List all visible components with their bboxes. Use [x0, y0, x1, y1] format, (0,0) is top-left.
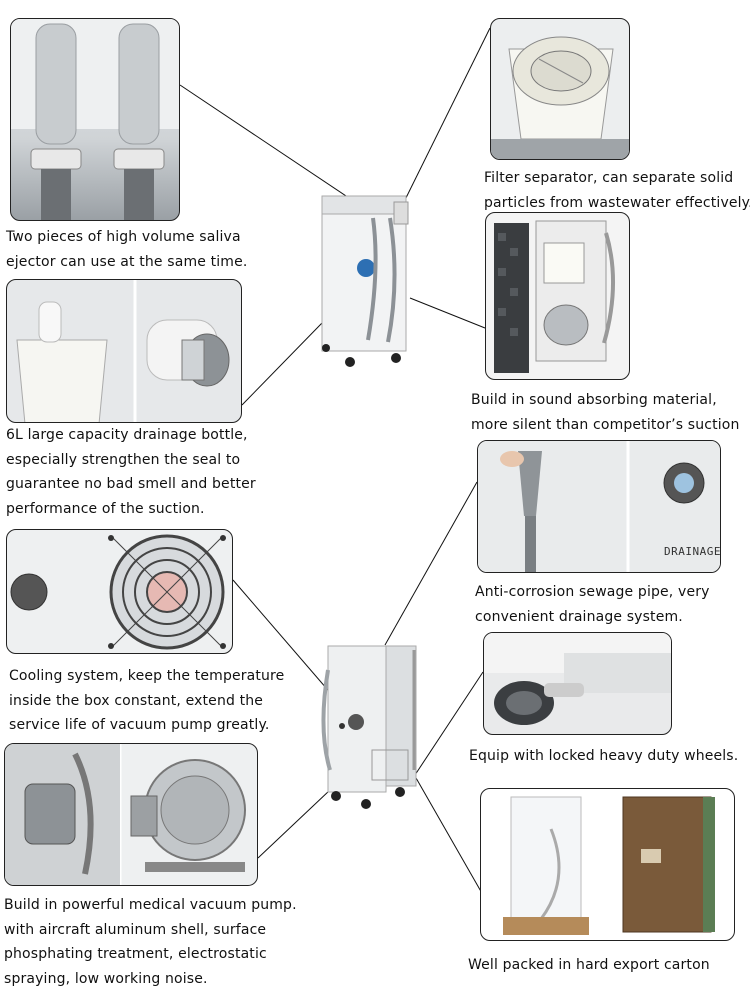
- caption-cooling-system: Cooling system, keep the temperature ins…: [9, 668, 285, 733]
- photo-sewage-pipe: DRAINAGE: [477, 440, 721, 573]
- caption-sewage-pipe: Anti-corrosion sewage pipe, very conveni…: [475, 584, 710, 625]
- suction-unit-front-view: [318, 190, 418, 370]
- drainage-label: DRAINAGE: [664, 545, 721, 558]
- photo-drainage-bottle: [6, 279, 242, 423]
- caption-vacuum-pump: Build in powerful medical vacuum pump. w…: [4, 897, 297, 987]
- caption-filter-separator: Filter separator, can separate solid par…: [484, 170, 750, 211]
- connector-sound: [409, 297, 486, 329]
- caption-sound-absorbing: Build in sound absorbing material, more …: [471, 392, 740, 433]
- photo-wheels: [483, 632, 672, 735]
- caption-wheels: Equip with locked heavy duty wheels.: [469, 748, 739, 764]
- photo-cooling-system: [6, 529, 233, 654]
- photo-packing: [480, 788, 735, 941]
- photo-vacuum-pump: [4, 743, 258, 886]
- photo-saliva-ejector: [10, 18, 180, 221]
- caption-packing: Well packed in hard export carton: [468, 957, 710, 973]
- photo-filter-separator: [490, 18, 630, 160]
- connector-pipe: [384, 481, 478, 646]
- photo-sound-absorbing: [485, 212, 630, 380]
- connector-filter: [399, 27, 491, 211]
- caption-drainage-bottle: 6L large capacity drainage bottle, espec…: [6, 427, 256, 517]
- suction-unit-side-view: [318, 640, 423, 810]
- caption-saliva-ejector: Two pieces of high volume saliva ejector…: [6, 229, 248, 270]
